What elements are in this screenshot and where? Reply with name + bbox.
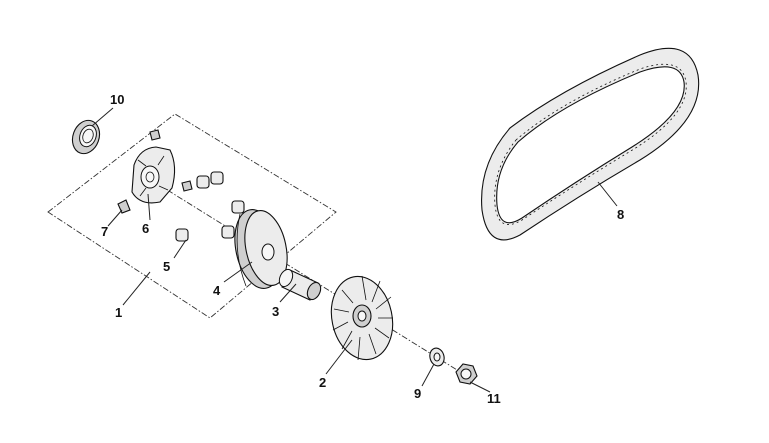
part-3-collar [278, 268, 322, 301]
callout-8: 8 [617, 207, 625, 222]
part-2-fan-drive-face [330, 275, 394, 361]
part-5-rollers [175, 171, 245, 242]
callout-7: 7 [101, 224, 109, 239]
part-11-nut [455, 363, 478, 385]
callout-3: 3 [272, 304, 280, 319]
callout-11: 11 [487, 391, 501, 406]
part-10-oil-seal [71, 119, 101, 155]
part-9-washer [429, 347, 445, 367]
callout-2: 2 [319, 375, 327, 390]
part-8-drive-belt [481, 47, 700, 241]
callout-10: 10 [110, 92, 125, 107]
leader-lines [91, 107, 618, 393]
callout-9: 9 [414, 386, 422, 401]
callout-4: 4 [213, 283, 221, 298]
part-6-ramp-plate [131, 146, 176, 204]
callout-1: 1 [115, 305, 123, 320]
callout-6: 6 [142, 221, 150, 236]
center-axis [147, 177, 471, 379]
assembly-outline-1 [47, 113, 337, 319]
callout-5: 5 [163, 259, 171, 274]
part-7-slider [117, 129, 193, 214]
part-4-drive-face [234, 209, 288, 289]
